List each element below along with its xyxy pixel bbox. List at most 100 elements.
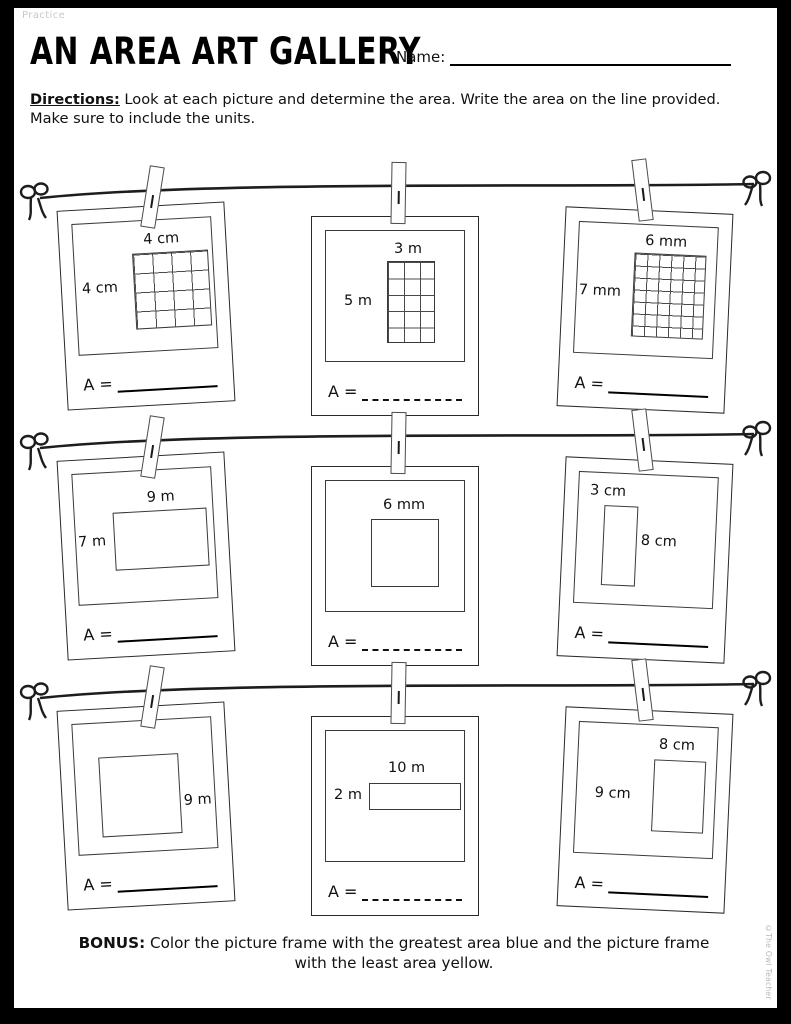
picture-frame-4[interactable]: 9 m 7 m A =	[56, 451, 236, 661]
area-shape-4	[112, 507, 210, 571]
name-label: Name:	[396, 48, 446, 66]
answer-blank-6[interactable]	[608, 632, 710, 648]
answer-prefix-1: A =	[82, 373, 114, 395]
answer-line-group-5: A =	[328, 632, 463, 651]
shape-area-7: 9 m	[72, 717, 217, 855]
directions-lead: Directions:	[30, 91, 120, 108]
picture-frame-2[interactable]: 3 m 5 m A =	[311, 216, 479, 416]
answer-blank-2[interactable]	[362, 390, 463, 401]
answer-blank-1[interactable]	[117, 376, 219, 393]
dimension-side-2: 5 m	[344, 293, 372, 309]
gallery-row-3: 9 m A = 10 m 2 m A =	[14, 658, 777, 916]
area-shape-5	[371, 519, 439, 587]
answer-blank-7[interactable]	[117, 876, 219, 893]
directions-block: Directions: Look at each picture and det…	[30, 90, 758, 129]
answer-prefix-2: A =	[328, 382, 358, 401]
dimension-top-6: 3 cm	[589, 482, 627, 501]
clothespin-2	[390, 161, 407, 225]
picture-frame-7[interactable]: 9 m A =	[56, 701, 236, 911]
dimension-top-9: 8 cm	[658, 736, 696, 755]
shape-area-2: 3 m 5 m	[326, 231, 464, 361]
bow-left-icon	[19, 432, 49, 471]
picture-frame-3[interactable]: 6 mm 7 mm A =	[556, 206, 734, 414]
gallery-row-1: 4 cm 4 cm A = 3 m 5 m A =	[14, 158, 777, 416]
answer-blank-9[interactable]	[608, 882, 710, 898]
picture-frame-1[interactable]: 4 cm 4 cm A =	[56, 201, 236, 411]
name-input-line[interactable]	[450, 52, 732, 66]
answer-blank-3[interactable]	[608, 382, 710, 398]
frame-mat-8: 10 m 2 m	[325, 730, 465, 862]
dimension-side-7: 9 m	[183, 791, 213, 809]
picture-frame-8[interactable]: 10 m 2 m A =	[311, 716, 479, 916]
answer-line-group-9: A =	[574, 872, 710, 898]
directions-text: Look at each picture and determine the a…	[30, 91, 721, 128]
answer-prefix-9: A =	[574, 872, 605, 894]
area-shape-9	[651, 759, 707, 834]
answer-blank-5[interactable]	[362, 640, 463, 651]
area-shape-3	[630, 252, 707, 340]
area-shape-7	[98, 753, 183, 838]
frame-mat-7: 9 m	[71, 716, 219, 856]
area-shape-1	[132, 249, 213, 330]
dimension-side-6: 8 cm	[640, 532, 678, 551]
attribution-watermark: ©The Owl Teacher	[764, 924, 773, 1000]
answer-line-group-3: A =	[574, 372, 710, 398]
dimension-top-1: 4 cm	[142, 230, 180, 249]
frame-mat-6: 3 cm 8 cm	[572, 470, 719, 610]
dimension-top-4: 9 m	[146, 488, 176, 506]
shape-area-6: 3 cm 8 cm	[574, 472, 718, 608]
answer-prefix-3: A =	[574, 372, 605, 394]
shape-area-5: 6 mm	[326, 481, 464, 611]
dimension-top-2: 3 m	[394, 241, 422, 257]
answer-line-group-8: A =	[328, 882, 463, 901]
frame-mat-1: 4 cm 4 cm	[71, 216, 219, 356]
bow-left-icon	[19, 182, 49, 221]
bow-left-icon	[19, 682, 49, 721]
area-shape-6	[600, 505, 639, 587]
dimension-side-8: 2 m	[334, 787, 362, 803]
dimension-side-3: 7 mm	[578, 281, 622, 300]
shape-area-9: 8 cm 9 cm	[574, 722, 718, 858]
answer-line-group-4: A =	[82, 618, 219, 645]
frame-mat-4: 9 m 7 m	[71, 466, 219, 606]
bow-right-icon	[742, 170, 772, 207]
shape-area-4: 9 m 7 m	[72, 467, 217, 605]
answer-prefix-5: A =	[328, 632, 358, 651]
gallery-row-2: 9 m 7 m A = 6 mm A =	[14, 408, 777, 666]
dimension-top-5: 6 mm	[383, 497, 426, 513]
area-shape-2	[387, 261, 435, 343]
shape-area-3: 6 mm 7 mm	[574, 222, 718, 358]
dimension-side-1: 4 cm	[81, 279, 119, 298]
frame-mat-5: 6 mm	[325, 480, 465, 612]
answer-prefix-8: A =	[328, 882, 358, 901]
dimension-top-8: 10 m	[388, 760, 426, 776]
shape-area-1: 4 cm 4 cm	[72, 217, 217, 355]
answer-prefix-7: A =	[82, 873, 114, 895]
clothespin-8	[390, 661, 407, 725]
worksheet-page: Practice An Area Art Gallery Name: Direc…	[14, 8, 777, 1008]
answer-line-group-6: A =	[574, 622, 710, 648]
answer-line-group-7: A =	[82, 868, 219, 895]
dimension-side-9: 9 cm	[594, 784, 631, 803]
shape-area-8: 10 m 2 m	[326, 731, 464, 861]
clothespin-5	[390, 411, 407, 475]
practice-tab-label: Practice	[22, 10, 66, 21]
bow-right-icon	[742, 420, 772, 457]
answer-prefix-4: A =	[82, 623, 114, 645]
answer-line-group-2: A =	[328, 382, 463, 401]
dimension-side-4: 7 m	[77, 533, 107, 551]
dimension-top-3: 6 mm	[644, 232, 688, 251]
answer-blank-4[interactable]	[117, 626, 219, 643]
page-title: An Area Art Gallery	[30, 30, 421, 74]
answer-blank-8[interactable]	[362, 890, 463, 901]
picture-frame-9[interactable]: 8 cm 9 cm A =	[556, 706, 734, 914]
bonus-lead: BONUS:	[78, 934, 146, 952]
bonus-block: BONUS: Color the picture frame with the …	[64, 933, 724, 973]
picture-frame-5[interactable]: 6 mm A =	[311, 466, 479, 666]
area-shape-8	[369, 783, 461, 810]
name-field-group: Name:	[396, 48, 732, 66]
bow-right-icon	[742, 670, 772, 707]
bonus-text: Color the picture frame with the greates…	[145, 934, 710, 973]
picture-frame-6[interactable]: 3 cm 8 cm A =	[556, 456, 734, 664]
answer-prefix-6: A =	[574, 622, 605, 644]
